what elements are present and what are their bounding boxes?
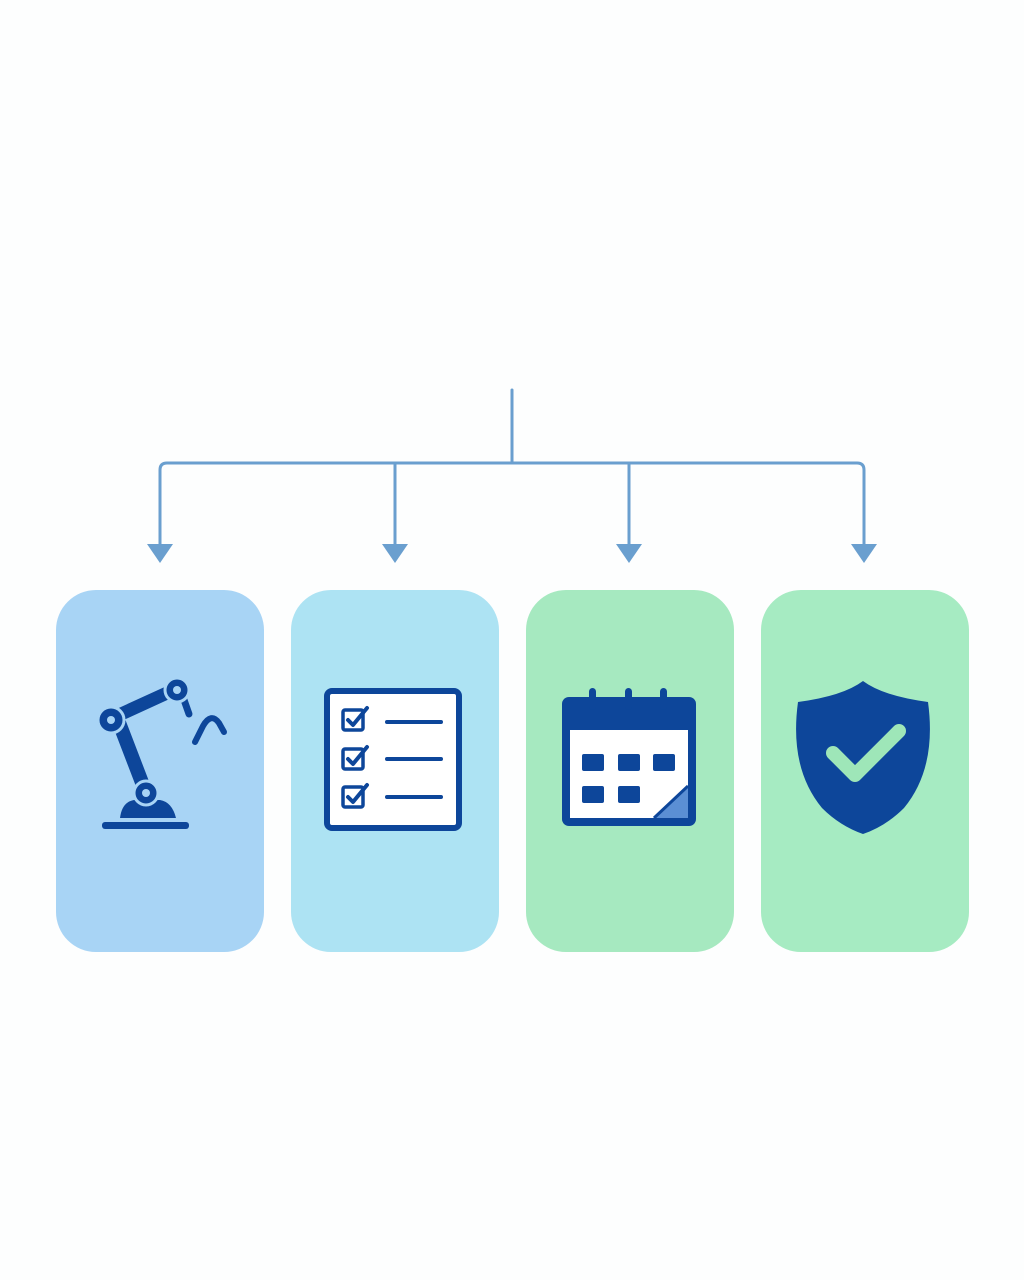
arrowhead-4: [851, 544, 877, 563]
card-checklist: [291, 590, 499, 952]
horizontal-bus: [158, 461, 866, 550]
calendar-icon: [562, 688, 696, 826]
robot-arm-icon: [96, 676, 227, 829]
shield-check-icon: [796, 681, 930, 834]
arrowhead-1: [147, 544, 173, 563]
checklist-icon: [324, 688, 462, 831]
card-robot-arm: [56, 590, 264, 952]
card-calendar: [526, 590, 734, 952]
arrowhead-2: [382, 544, 408, 563]
card-shield-check: [761, 590, 969, 952]
arrowhead-3: [616, 544, 642, 563]
